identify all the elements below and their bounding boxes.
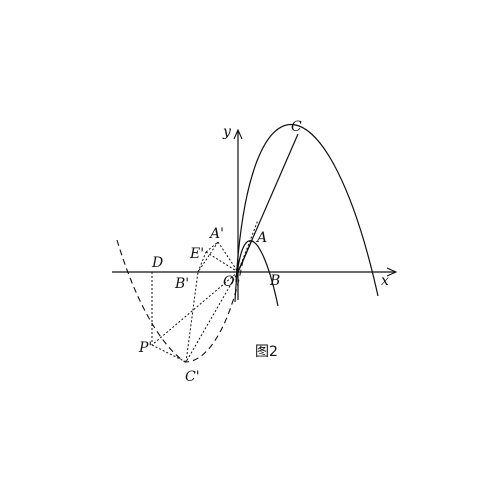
label-point-a: A bbox=[255, 230, 267, 246]
dotted-a-prime-o bbox=[217, 241, 239, 273]
dotted-o-c-prime bbox=[185, 271, 239, 363]
dotted-e-prime-a-prime bbox=[205, 241, 219, 253]
dotted-c-prime-b-prime bbox=[185, 271, 199, 363]
label-point-c: C bbox=[291, 119, 302, 135]
dotted-e-prime-o bbox=[205, 251, 239, 273]
label-point-a-prime: A' bbox=[208, 226, 224, 242]
label-point-p-prime: P' bbox=[138, 340, 152, 356]
dotted-b-prime-e-prime bbox=[197, 251, 207, 273]
label-point-b-prime: B' bbox=[174, 276, 189, 292]
label-point-b: B bbox=[269, 273, 280, 289]
label-x-axis: x bbox=[381, 273, 389, 289]
label-point-e-prime: E' bbox=[189, 246, 204, 262]
label-y-axis: y bbox=[222, 124, 232, 140]
dotted-o-a-ext bbox=[237, 219, 259, 273]
label-point-o: O bbox=[223, 274, 235, 290]
label-point-d: D bbox=[151, 255, 163, 271]
dashed-parabola bbox=[116, 239, 244, 363]
label-point-c-prime: C' bbox=[185, 369, 200, 385]
dotted-o-p-prime bbox=[151, 271, 239, 346]
large-parabola bbox=[235, 123, 379, 297]
figure-caption: 图2 bbox=[255, 344, 278, 360]
